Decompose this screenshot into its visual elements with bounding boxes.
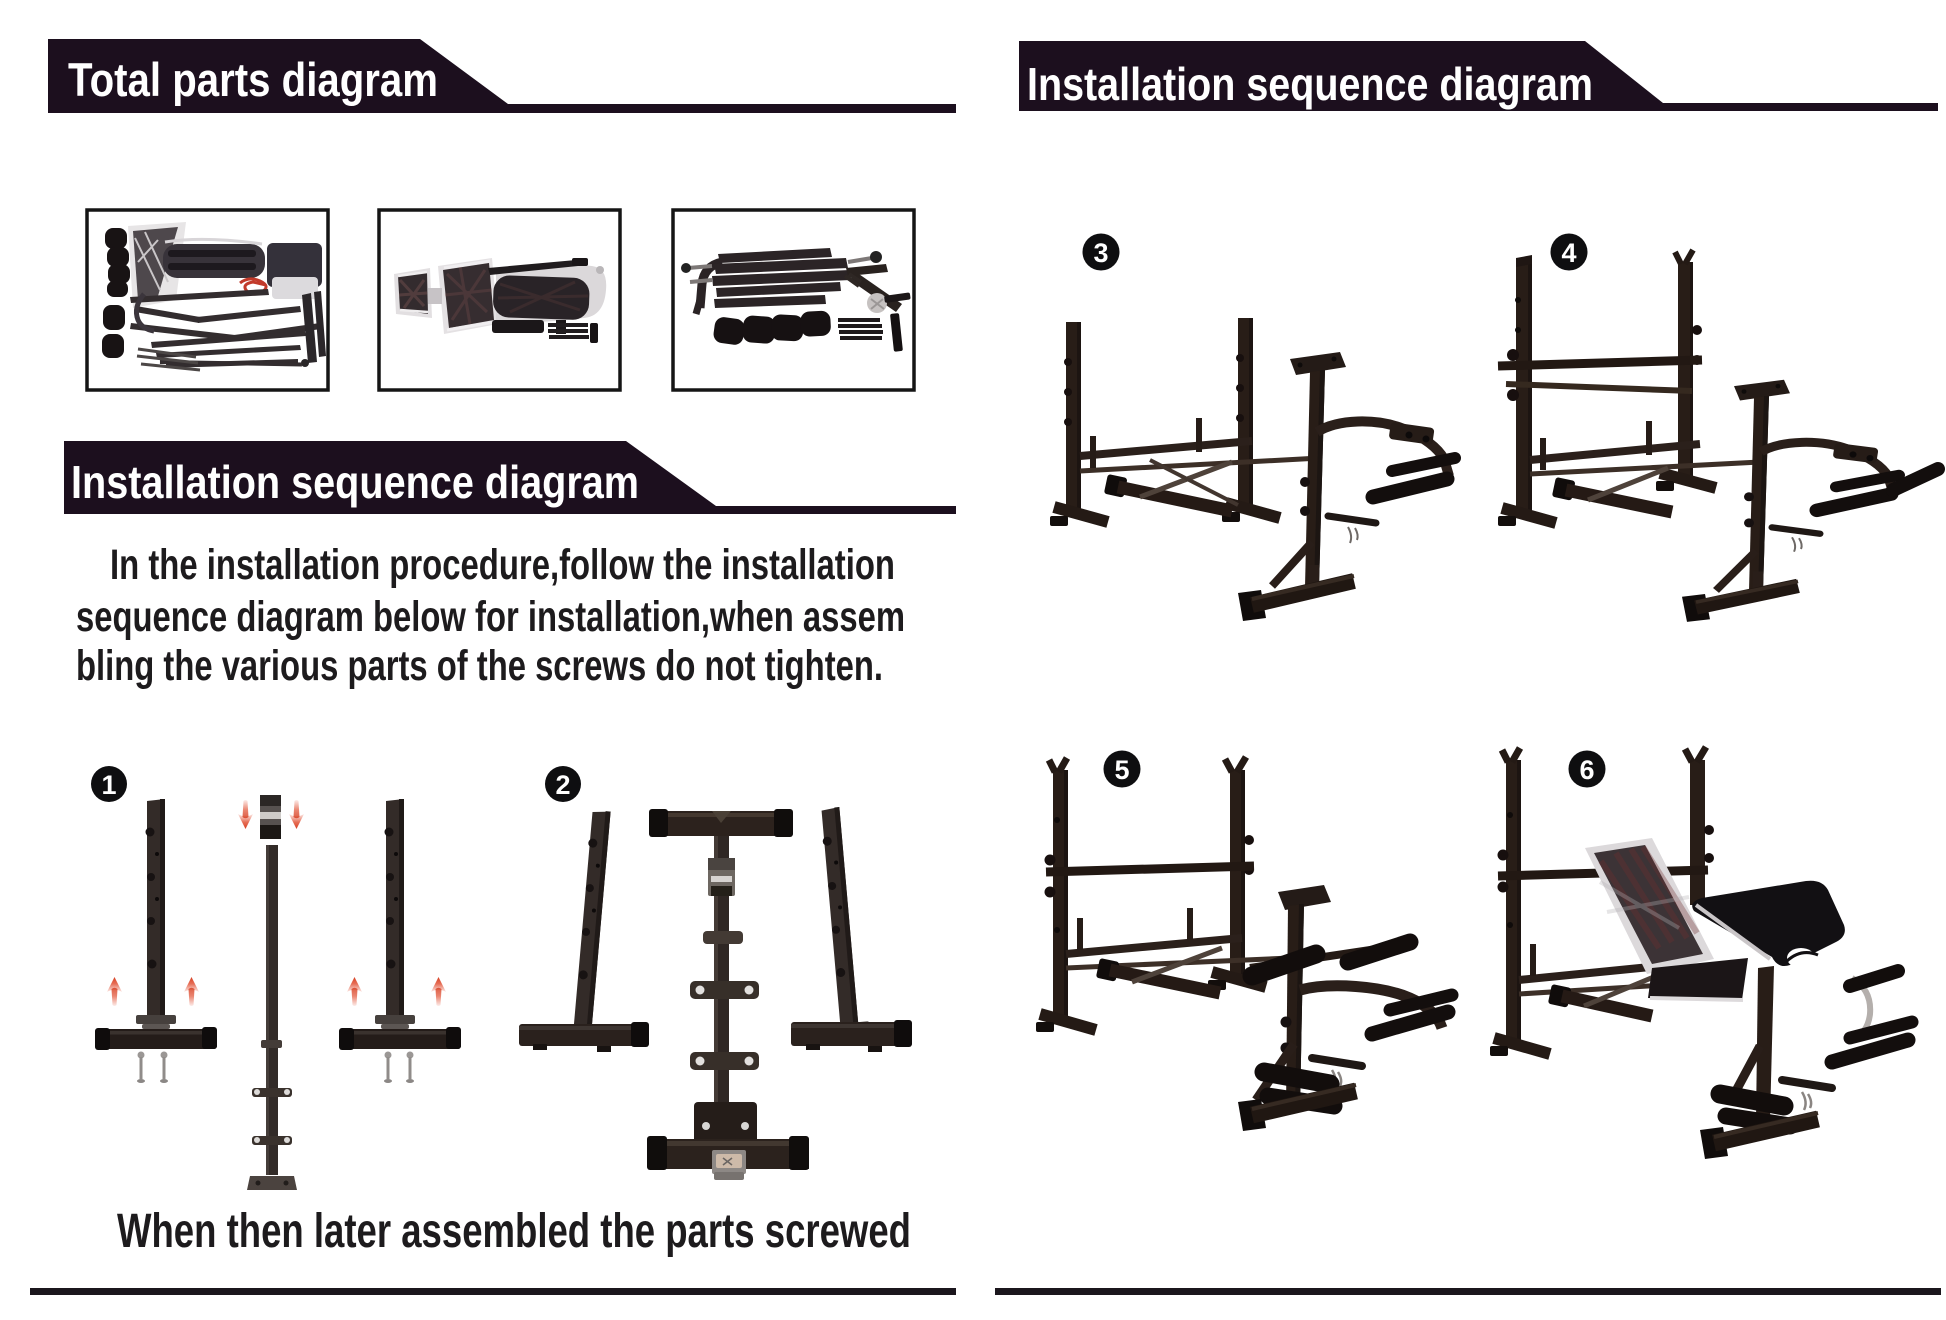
svg-text:6: 6 bbox=[1579, 755, 1594, 785]
svg-text:Installation sequence diagram: Installation sequence diagram bbox=[1027, 58, 1593, 110]
svg-text:In the installation procedure,: In the installation procedure,follow the… bbox=[110, 541, 895, 589]
svg-text:3: 3 bbox=[1093, 238, 1108, 268]
svg-text:Installation sequence diagram: Installation sequence diagram bbox=[71, 456, 639, 508]
svg-text:When then later assembled the: When then later assembled the parts scre… bbox=[117, 1205, 911, 1258]
svg-text:1: 1 bbox=[101, 770, 116, 800]
svg-text:sequence diagram below for ins: sequence diagram below for installation,… bbox=[76, 593, 905, 641]
svg-text:Total parts diagram: Total parts diagram bbox=[68, 53, 438, 106]
svg-text:5: 5 bbox=[1114, 755, 1129, 785]
svg-text:bling the various parts of the: bling the various parts of the screws do… bbox=[76, 642, 883, 690]
svg-text:4: 4 bbox=[1561, 238, 1576, 268]
svg-text:2: 2 bbox=[555, 770, 570, 800]
